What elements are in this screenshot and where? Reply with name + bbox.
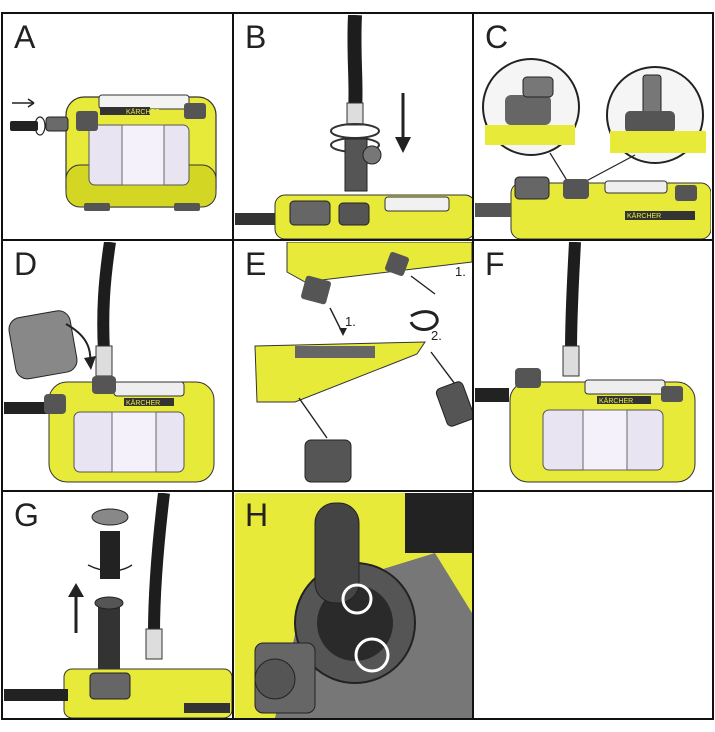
feet-mounting-illustration (254, 242, 472, 483)
svg-text:KÄRCHER: KÄRCHER (126, 108, 160, 116)
panel-a: KÄRCHER A (4, 15, 232, 239)
panel-f: KÄRCHER F (475, 242, 711, 490)
svg-text:KÄRCHER: KÄRCHER (126, 399, 160, 407)
filter-insert-illustration: KÄRCHER (4, 242, 215, 483)
panel-h: H (235, 493, 472, 718)
panel-letter: H (245, 497, 269, 533)
panel-c: KÄRCHER C (475, 15, 711, 239)
panel-letter: E (245, 246, 267, 282)
assembled-pump-illustration: KÄRCHER (475, 242, 696, 483)
step-label: 1. (345, 314, 356, 329)
panel-letter: G (14, 497, 39, 533)
panel-empty (475, 493, 711, 718)
panel-letter: B (245, 19, 267, 55)
panel-d: KÄRCHER D (4, 242, 232, 490)
step-label: 2. (431, 328, 442, 343)
panel-e: E 1. 1. 2. (235, 242, 472, 490)
panel-b: B (235, 15, 472, 239)
fitting-detail-illustration: KÄRCHER (475, 58, 711, 239)
svg-text:KÄRCHER: KÄRCHER (627, 212, 661, 220)
pump-illustration-a: KÄRCHER (10, 94, 217, 211)
panel-letter: A (14, 19, 36, 55)
filter-housing-closeup-illustration (235, 493, 472, 718)
panel-g: G (4, 493, 232, 718)
panel-letter: D (14, 246, 38, 282)
panel-letter: C (485, 19, 509, 55)
step-label: 1. (455, 264, 466, 279)
hose-connection-illustration (235, 15, 472, 239)
svg-text:KÄRCHER: KÄRCHER (599, 397, 633, 405)
panel-letter: F (485, 246, 505, 282)
